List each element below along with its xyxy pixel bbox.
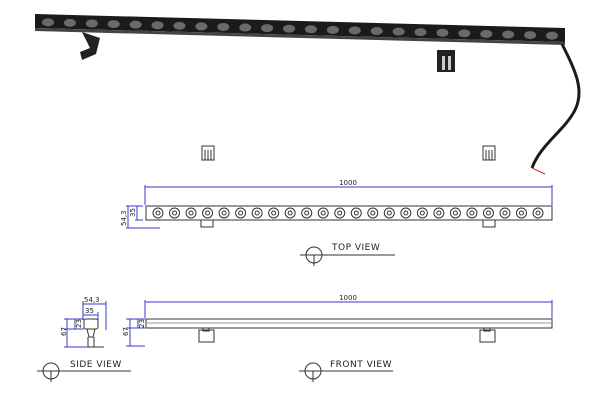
top-view: 1000 35 54,3 TOP VIEW [120, 179, 553, 266]
led-lens [499, 207, 511, 219]
led-lens [535, 210, 541, 216]
photo-led [436, 28, 449, 37]
led-lens [271, 210, 277, 216]
photo-led [326, 25, 339, 34]
led-lens [238, 210, 244, 216]
led-lens [268, 207, 280, 219]
led-lens [169, 207, 181, 219]
side-width-outer-dim: 54,3 [84, 296, 100, 304]
led-lens [202, 207, 214, 219]
photo-led [63, 18, 76, 27]
led-lens [235, 207, 247, 219]
led-lens [284, 207, 296, 219]
top-view-label: TOP VIEW [331, 243, 380, 253]
photo-led [414, 28, 427, 37]
mounting-bracket [80, 32, 100, 60]
photo-led [524, 31, 537, 40]
side-height-total-dim: 67 [60, 327, 68, 336]
photo-led [283, 24, 296, 33]
led-lens [353, 210, 359, 216]
bracket-drawing [201, 145, 496, 161]
led-lens [254, 210, 260, 216]
led-lens [449, 207, 461, 219]
led-lens [419, 210, 425, 216]
led-lens [205, 210, 211, 216]
power-cable [530, 43, 581, 169]
led-lens [317, 207, 329, 219]
led-lens [221, 210, 227, 216]
led-lens [155, 210, 161, 216]
photo-led [151, 21, 164, 30]
photo-led [217, 22, 230, 31]
side-view-label: SIDE VIEW [70, 360, 122, 370]
led-lens [403, 210, 409, 216]
mounting-bracket [437, 50, 455, 72]
led-lens [218, 207, 230, 219]
led-lens [515, 207, 527, 219]
front-view: 1000 23 67 FRONT VIEW [122, 294, 553, 382]
led-lens [301, 207, 313, 219]
photo-led [42, 18, 54, 27]
photo-led [107, 20, 120, 29]
led-lens [482, 207, 494, 219]
front-height-total-dim: 67 [122, 327, 130, 336]
top-width-outer-dim: 54,3 [120, 210, 128, 226]
photo-led [173, 21, 186, 30]
photo-led [348, 26, 361, 35]
led-lens [320, 210, 326, 216]
led-lens [436, 210, 442, 216]
photo-led [546, 31, 558, 40]
led-lens [485, 210, 491, 216]
photo-led [502, 30, 515, 39]
led-lens [370, 210, 376, 216]
led-lens [367, 207, 379, 219]
led-lens [383, 207, 395, 219]
side-view: 54,3 35 23 67 SIDE VIEW [37, 296, 131, 382]
side-height-body-dim: 23 [75, 319, 83, 328]
led-lens [287, 210, 293, 216]
led-lens [337, 210, 343, 216]
led-lens [172, 210, 178, 216]
front-length-dim: 1000 [339, 294, 357, 302]
led-lens [532, 207, 544, 219]
led-lens [334, 207, 346, 219]
led-lens [502, 210, 508, 216]
led-lens [400, 207, 412, 219]
photo-led [239, 23, 252, 32]
photo-led [195, 22, 208, 31]
side-width-body-dim: 35 [85, 307, 94, 315]
photo-led [458, 29, 471, 38]
front-height-body-dim: 23 [138, 319, 146, 328]
led-lens [433, 207, 445, 219]
led-lens [188, 210, 194, 216]
product-photo [35, 14, 581, 175]
photo-led [392, 27, 405, 36]
led-lens [185, 207, 197, 219]
led-lens [304, 210, 310, 216]
top-length-dim: 1000 [339, 179, 357, 187]
led-lens [469, 210, 475, 216]
front-view-label: FRONT VIEW [330, 360, 392, 370]
photo-led [304, 25, 317, 34]
led-lens [251, 207, 263, 219]
led-lens [452, 210, 458, 216]
photo-led [85, 19, 98, 28]
photo-led [129, 20, 142, 29]
led-lens [152, 207, 164, 219]
photo-led [370, 27, 383, 36]
photo-led [480, 29, 493, 38]
led-lens [350, 207, 362, 219]
top-width-body-dim: 35 [129, 208, 137, 217]
led-lens [386, 210, 392, 216]
led-lens [416, 207, 428, 219]
photo-led [261, 24, 274, 33]
led-lens [518, 210, 524, 216]
led-lens [466, 207, 478, 219]
